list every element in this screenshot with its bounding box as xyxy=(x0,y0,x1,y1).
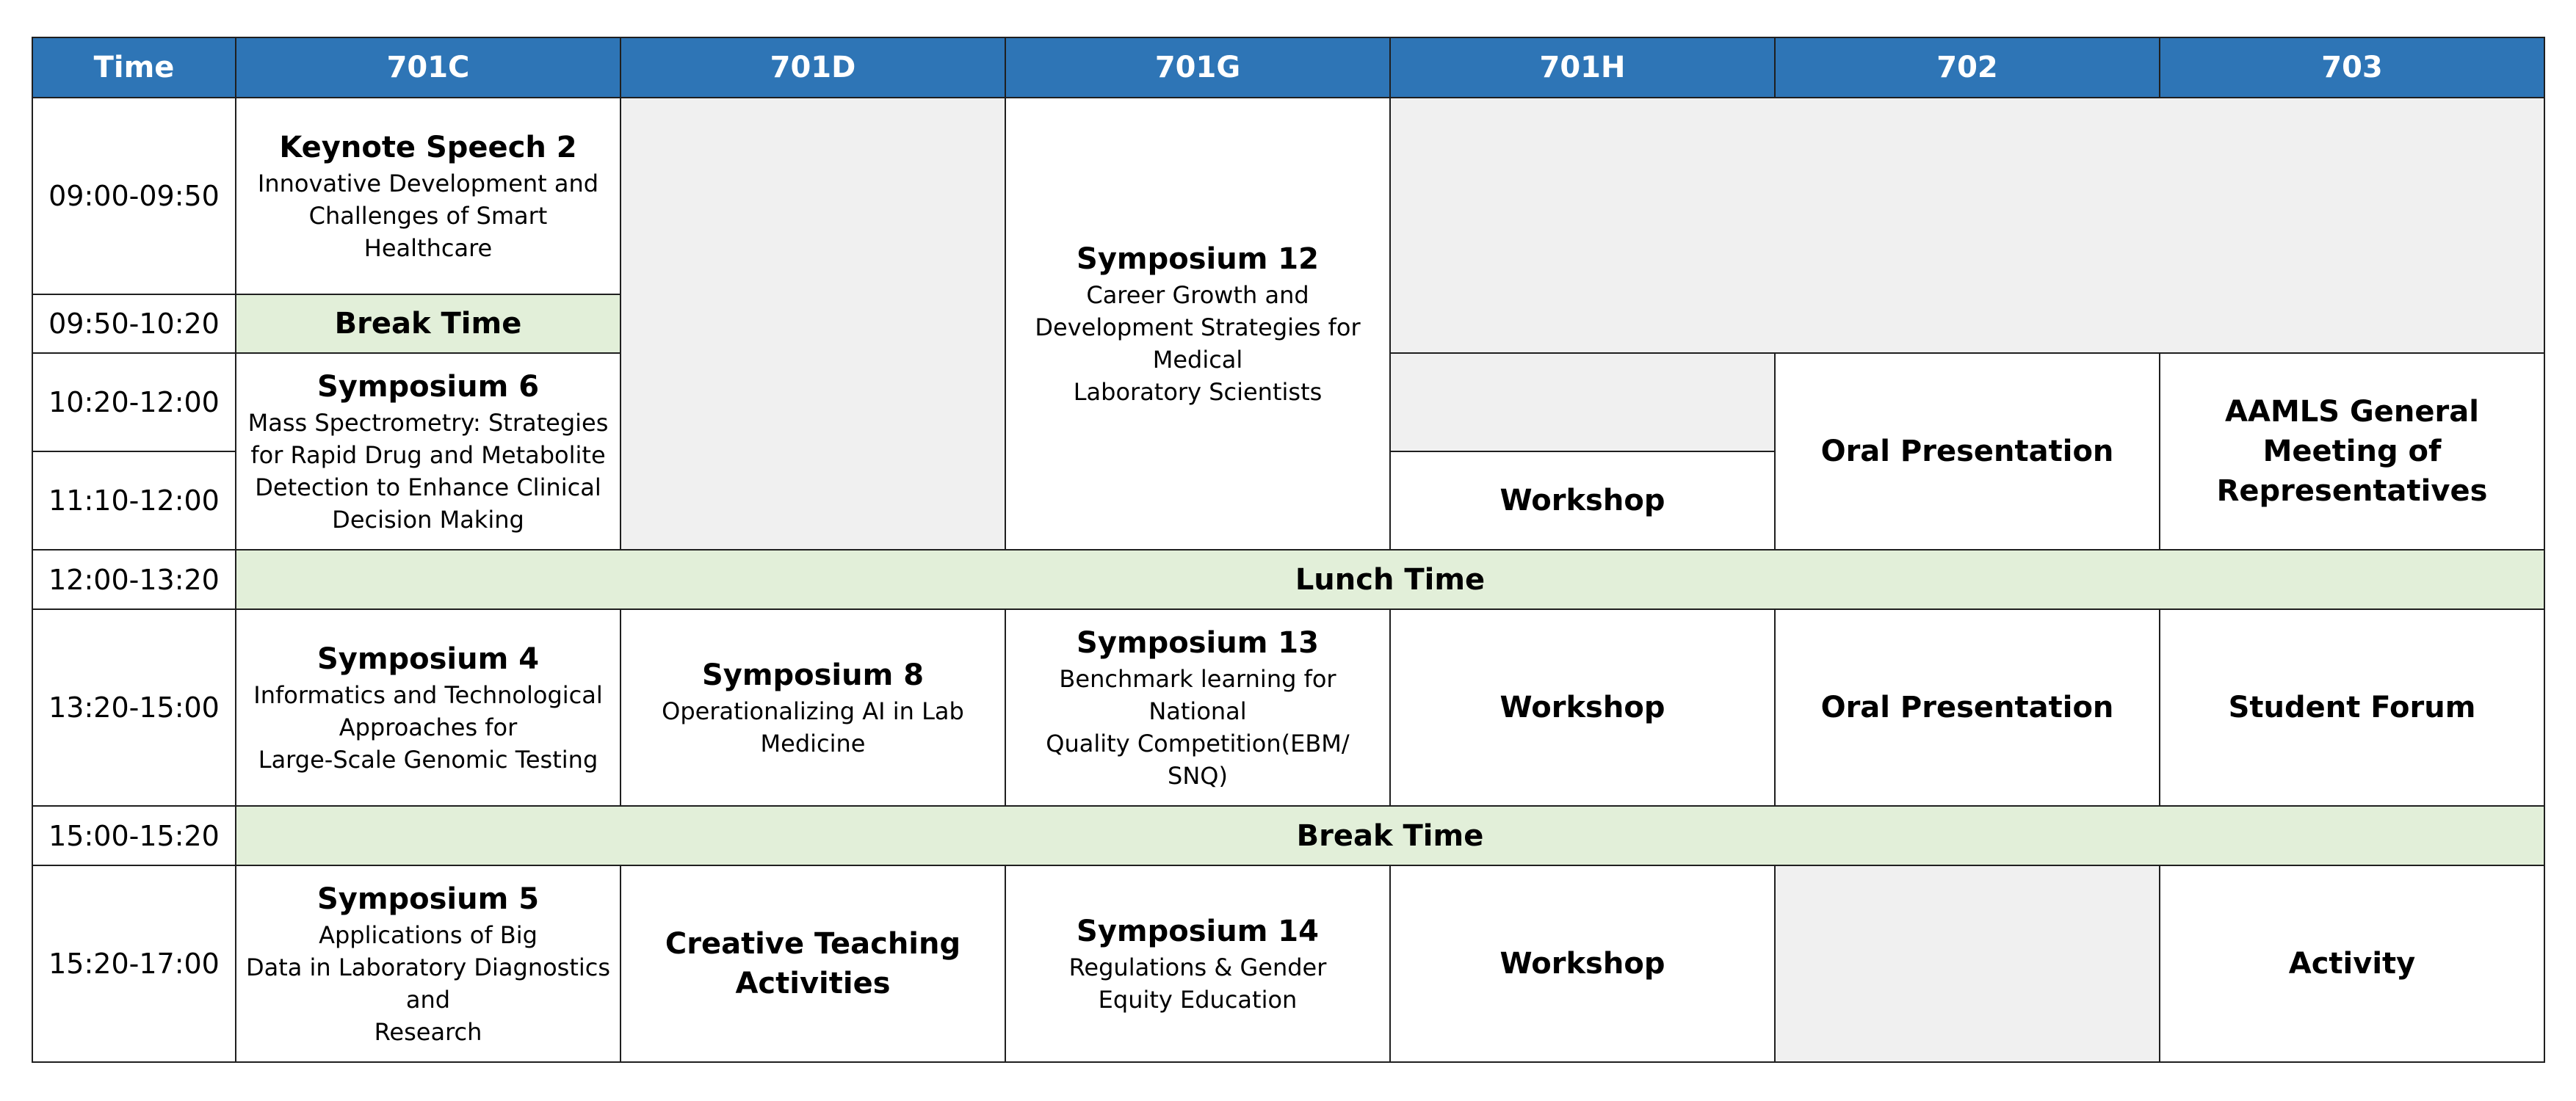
table-row: 11:10-12:00 Workshop xyxy=(32,451,2544,550)
time-cell: 10:20-12:00 xyxy=(32,352,236,452)
table-row: 15:00-15:20 Break Time xyxy=(32,805,2545,866)
session-description: Career Growth and Development Strategies… xyxy=(1035,281,1361,406)
session-cell: Symposium 13 Benchmark learning for Nati… xyxy=(1005,608,1391,807)
session-cell: Oral Presentation xyxy=(1774,608,2160,807)
time-cell: 12:00-13:20 xyxy=(32,549,236,610)
header-room-701c: 701C xyxy=(235,37,621,98)
table-row: 09:50-10:20 Break Time xyxy=(32,294,2544,354)
time-cell: 09:00-09:50 xyxy=(32,97,236,295)
session-cell: Symposium 4 Informatics and Technologica… xyxy=(235,608,621,807)
header-room-701h: 701H xyxy=(1389,37,1776,98)
session-title: Keynote Speech 2 xyxy=(279,131,577,164)
session-cell: Symposium 6 Mass Spectrometry: Strategie… xyxy=(235,352,621,550)
session-title: Symposium 14 xyxy=(1077,915,1319,948)
table-row: 12:00-13:20 Lunch Time xyxy=(32,549,2545,610)
time-cell: 15:00-15:20 xyxy=(32,805,236,866)
session-cell: Oral Presentation xyxy=(1774,352,2160,550)
session-cell: Workshop xyxy=(1389,865,1776,1063)
table-row: 10:20-12:00 Symposium 6 Mass Spectrometr… xyxy=(32,352,2545,550)
empty-cell xyxy=(1389,97,2545,354)
lunch-cell: Lunch Time xyxy=(235,549,2545,610)
header-room-701g: 701G xyxy=(1005,37,1391,98)
time-cell: 15:20-17:00 xyxy=(32,865,236,1063)
session-cell: Symposium 5 Applications of Big Data in … xyxy=(235,865,621,1063)
empty-cell xyxy=(1389,352,1776,452)
session-description: Innovative Development and Challenges of… xyxy=(257,170,599,262)
break-cell: Break Time xyxy=(235,294,621,354)
session-description: Operationalizing AI in Lab Medicine xyxy=(662,697,964,757)
header-room-702: 702 xyxy=(1774,37,2160,98)
time-cell: 13:20-15:00 xyxy=(32,608,236,807)
session-cell: Workshop xyxy=(1389,608,1776,807)
session-cell: Creative Teaching Activities xyxy=(620,865,1006,1063)
header-room-703: 703 xyxy=(2159,37,2545,98)
header-room-701d: 701D xyxy=(620,37,1006,98)
session-title: Symposium 4 xyxy=(316,642,540,676)
session-title: Symposium 5 xyxy=(316,882,540,916)
session-description: Applications of Big Data in Laboratory D… xyxy=(245,921,611,1046)
session-description: Benchmark learning for National Quality … xyxy=(1046,665,1350,790)
empty-cell xyxy=(620,97,1006,550)
header-row: Time 701C 701D 701G 701H 702 703 xyxy=(32,37,2545,98)
session-cell: AAMLS General Meeting of Representatives xyxy=(2159,352,2545,550)
session-title: Symposium 12 xyxy=(1077,242,1319,276)
session-title: Symposium 6 xyxy=(316,370,540,404)
session-cell: Student Forum xyxy=(2159,608,2545,807)
session-cell: Symposium 14 Regulations & Gender Equity… xyxy=(1005,865,1391,1063)
session-cell: Activity xyxy=(2159,865,2545,1063)
header-time: Time xyxy=(32,37,236,98)
empty-cell xyxy=(1774,865,2160,1063)
table-row: 13:20-15:00 Symposium 4 Informatics and … xyxy=(32,608,2545,807)
session-title: Symposium 8 xyxy=(701,658,925,692)
session-cell: Workshop xyxy=(1389,451,1776,550)
session-title: Symposium 13 xyxy=(1077,626,1319,660)
session-description: Mass Spectrometry: Strategies for Rapid … xyxy=(247,409,609,534)
time-cell: 11:10-12:00 xyxy=(32,451,236,550)
time-cell: 09:50-10:20 xyxy=(32,294,236,354)
table-row: 09:00-09:50 Keynote Speech 2 Innovative … xyxy=(32,97,2545,550)
session-description: Informatics and Technological Approaches… xyxy=(253,681,603,774)
session-cell: Symposium 8 Operationalizing AI in Lab M… xyxy=(620,608,1006,807)
schedule-table: Time 701C 701D 701G 701H 702 703 09:00-0… xyxy=(32,37,2545,1063)
session-description: Regulations & Gender Equity Education xyxy=(1068,953,1327,1014)
session-cell: Keynote Speech 2 Innovative Development … xyxy=(235,97,621,295)
session-cell: Symposium 12 Career Growth and Developme… xyxy=(1005,97,1391,550)
table-row: 15:20-17:00 Symposium 5 Applications of … xyxy=(32,865,2545,1063)
break-cell: Break Time xyxy=(235,805,2545,866)
